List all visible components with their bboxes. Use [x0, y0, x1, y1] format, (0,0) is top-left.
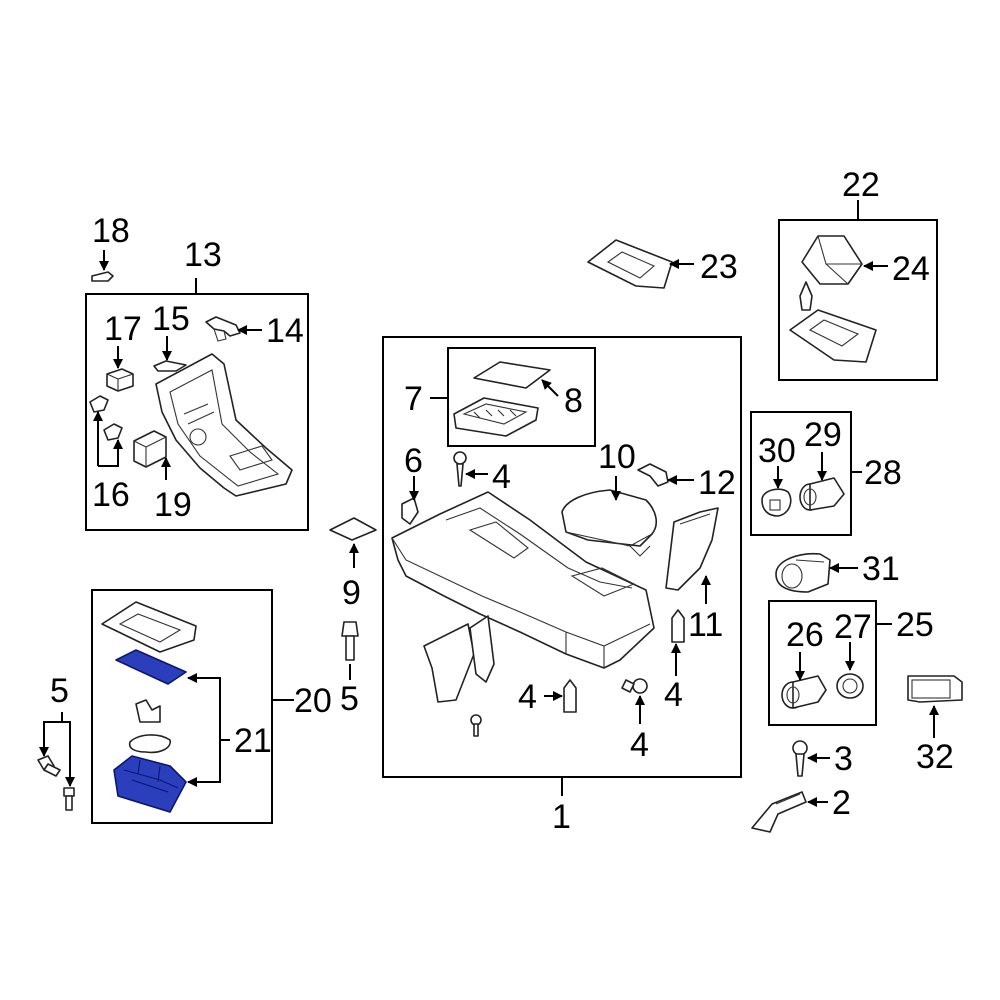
callout-24: 24 [892, 250, 930, 288]
part-2-bracket [751, 791, 807, 833]
part-21-lid [115, 649, 187, 685]
callout-11: 11 [688, 606, 723, 644]
leader-16 [97, 414, 119, 467]
group-box-25 [768, 600, 877, 726]
part-15-clip [153, 360, 187, 372]
callout-26: 26 [786, 616, 824, 654]
callout-32: 32 [916, 738, 954, 776]
callout-30: 30 [758, 432, 796, 470]
leader-21 [190, 677, 230, 783]
callout-4c: 4 [664, 676, 683, 714]
callout-9: 9 [342, 574, 361, 612]
part-27-ring [836, 673, 864, 699]
callout-8: 8 [564, 382, 583, 420]
callout-7: 7 [404, 380, 423, 418]
part-29-socket [799, 477, 845, 511]
callout-15: 15 [152, 300, 190, 338]
callout-19: 19 [154, 486, 192, 524]
part-7-tray [453, 397, 539, 437]
callout-3: 3 [834, 740, 853, 778]
callout-25: 25 [896, 606, 934, 644]
part-22-plate [789, 281, 877, 363]
part-20-hinge [135, 699, 161, 723]
callout-4d: 4 [630, 726, 649, 764]
part-6-clip [401, 497, 419, 525]
callout-12: 12 [698, 464, 736, 502]
part-3-screw [792, 740, 808, 777]
callout-4a: 4 [492, 458, 511, 496]
callout-10: 10 [598, 438, 636, 476]
part-4-screws-lower [470, 609, 685, 737]
callout-14: 14 [266, 312, 304, 350]
callout-1: 1 [552, 798, 571, 836]
callout-5a: 5 [50, 672, 69, 710]
callout-18: 18 [92, 212, 130, 250]
part-10-armrest [561, 489, 658, 557]
callout-23: 23 [700, 248, 738, 286]
part-4-screw-top [453, 451, 467, 487]
part-19-bracket [133, 430, 167, 468]
leader-5a [43, 712, 71, 782]
part-32-module [907, 675, 963, 703]
part-9-pad [329, 517, 377, 541]
callout-28: 28 [864, 454, 902, 492]
part-17-switch [106, 368, 134, 392]
leader-8 [541, 379, 559, 397]
group-box-20 [91, 589, 273, 824]
part-1-console [391, 491, 655, 669]
callout-29: 29 [804, 416, 842, 454]
part-20-latch [128, 734, 171, 754]
callout-2: 2 [832, 784, 851, 822]
part-21-bin [113, 755, 187, 813]
callout-21: 21 [234, 722, 272, 760]
part-16-clips [89, 395, 123, 441]
callout-20: 20 [294, 682, 332, 720]
part-23-plate [587, 239, 673, 289]
part-5-bolt [341, 621, 359, 661]
part-11-panel [665, 507, 719, 591]
callout-4b: 4 [518, 678, 537, 716]
part-13-bezel [155, 353, 293, 497]
part-26-socket [781, 675, 827, 709]
callout-13: 13 [184, 236, 222, 274]
callout-22: 22 [842, 166, 880, 204]
group-box-28 [750, 411, 852, 536]
part-5-bolts-left [37, 755, 75, 811]
part-8-pad [473, 361, 551, 389]
part-18-clip [91, 271, 114, 282]
part-20-top-bezel [101, 601, 197, 653]
part-24-boot [801, 235, 863, 285]
callout-17: 17 [104, 310, 142, 348]
callout-31: 31 [862, 550, 900, 588]
part-31-lighter [775, 552, 831, 593]
part-14-bracket [205, 316, 241, 342]
part-30-cap [761, 488, 792, 517]
part-1-lower-brackets [423, 615, 495, 703]
callout-6: 6 [404, 442, 423, 480]
callout-27: 27 [834, 608, 872, 646]
callout-16: 16 [92, 476, 130, 514]
part-12-bracket [637, 463, 669, 487]
callout-5b: 5 [340, 680, 359, 718]
